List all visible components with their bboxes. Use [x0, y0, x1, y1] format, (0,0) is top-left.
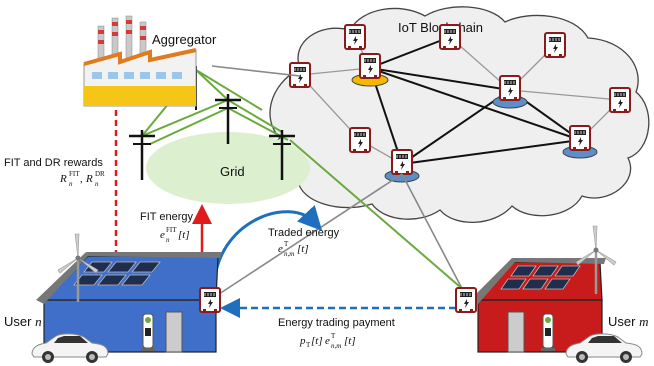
svg-text:e: e — [278, 243, 283, 255]
svg-text:n,m: n,m — [331, 342, 341, 350]
svg-text:p: p — [299, 335, 306, 347]
grid-area — [146, 132, 310, 204]
svg-text:n: n — [95, 180, 99, 188]
svg-text:FIT: FIT — [166, 226, 177, 234]
svg-text:n,m: n,m — [284, 250, 294, 258]
ev-charger-icon — [540, 313, 556, 352]
svg-text:R: R — [85, 173, 93, 185]
smart-meter-icon — [349, 127, 371, 153]
smart-meter-icon — [569, 125, 591, 151]
svg-text:[t]: [t] — [178, 229, 190, 241]
house-user-m — [470, 258, 606, 353]
aggregator-label: Aggregator — [152, 32, 217, 47]
svg-text:FIT: FIT — [69, 170, 80, 178]
smart-meter-icon — [499, 75, 521, 101]
svg-text:T: T — [284, 240, 289, 248]
svg-text:n: n — [166, 236, 170, 244]
smart-meter-icon — [455, 287, 477, 313]
smart-meter-icon — [391, 149, 413, 175]
svg-text:e: e — [160, 229, 165, 241]
fit-energy-math: e FIT n [t] — [160, 226, 190, 244]
smart-meter-icon — [359, 53, 381, 79]
svg-text:DR: DR — [95, 170, 105, 178]
svg-text:[t]: [t] — [344, 335, 356, 347]
user-n-label: User n — [4, 314, 42, 329]
svg-text:[t]: [t] — [297, 243, 309, 255]
smart-meter-icon — [344, 24, 366, 50]
svg-text:T: T — [306, 341, 311, 349]
smart-meter-icon — [544, 32, 566, 58]
svg-text:R: R — [59, 173, 67, 185]
user-m-label: User m — [608, 314, 648, 329]
smart-meter-icon — [199, 287, 221, 313]
factory-icon — [83, 15, 197, 107]
energy-trading-payment-label: Energy trading payment — [278, 317, 395, 329]
solar-panels — [500, 265, 581, 290]
grid-label: Grid — [220, 164, 245, 179]
payment-math: p T [t] e T n,m [t] — [299, 332, 356, 350]
svg-text:[t]: [t] — [311, 335, 323, 347]
smart-meter-icon — [439, 24, 461, 50]
solar-panels — [73, 261, 161, 286]
traded-energy-label: Traded energy — [268, 227, 340, 239]
smart-meter-icon — [609, 87, 631, 113]
traded-energy-math: e T n,m [t] — [278, 240, 309, 258]
svg-text:,: , — [80, 173, 83, 185]
svg-text:T: T — [331, 332, 336, 340]
rewards-math: R FIT n , R DR n — [59, 170, 105, 188]
fit-dr-rewards-label: FIT and DR rewards — [4, 157, 103, 169]
network-connectors — [209, 65, 469, 301]
svg-text:n: n — [69, 180, 73, 188]
svg-text:e: e — [325, 335, 330, 347]
ev-charger-icon — [140, 313, 156, 352]
fit-energy-label: FIT energy — [140, 211, 193, 223]
